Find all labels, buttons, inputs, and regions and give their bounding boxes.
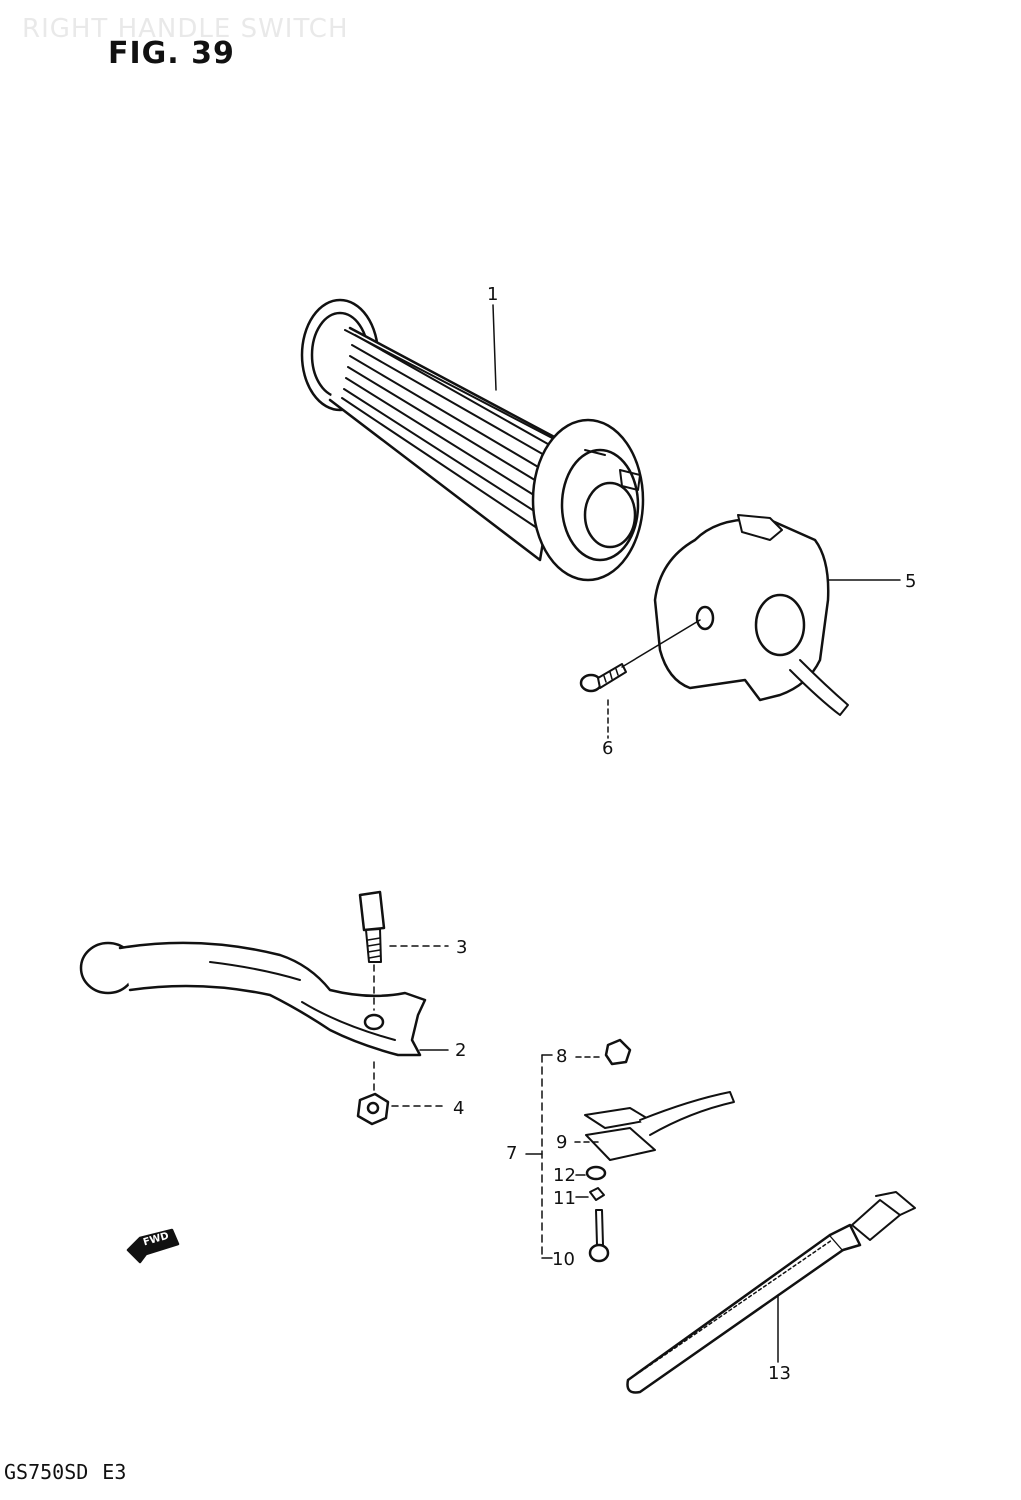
nut-icon [356,1049,449,1126]
model-code: GS750SD E3 [4,1460,140,1484]
watermark-title: RIGHT HANDLE SWITCH [22,14,349,44]
callout-8: 8 [556,1046,568,1067]
callout-11: 11 [553,1188,576,1209]
callout-3: 3 [456,937,468,958]
forward-arrow-icon [126,1228,180,1264]
callout-1: 1 [487,284,499,305]
cable-tie-icon [626,1191,916,1394]
screw-icon [579,619,701,693]
lever-icon [79,941,427,1057]
callout-10: 10 [552,1249,575,1270]
callout-13: 13 [768,1363,791,1384]
callout-5: 5 [905,571,917,592]
model-code-value: GS750SD [4,1460,89,1484]
figure-label: FIG. 39 [108,36,235,71]
cable-clamp-icon [525,1038,735,1263]
callout-7: 7 [506,1143,518,1164]
callout-6: 6 [602,738,614,759]
market-code: E3 [102,1460,127,1484]
grip-icon [300,298,645,582]
callout-12: 12 [553,1165,576,1186]
callout-4: 4 [453,1098,465,1119]
bolt-icon [358,890,449,1011]
switch-housing-icon [653,514,849,716]
callout-2: 2 [455,1040,467,1061]
callout-9: 9 [556,1132,568,1153]
